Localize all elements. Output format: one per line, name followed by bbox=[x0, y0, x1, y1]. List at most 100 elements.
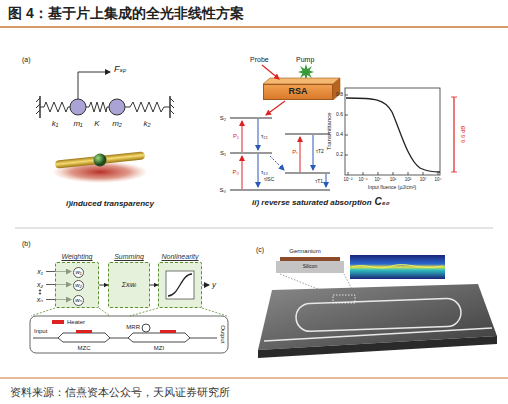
output-label: y bbox=[212, 281, 216, 290]
transmittance-plot bbox=[408, 172, 409, 175]
rule-lines bbox=[0, 26, 508, 28]
input-label: x₂ bbox=[37, 281, 43, 289]
device-label: MZI bbox=[154, 345, 164, 352]
photonic-circuit bbox=[128, 333, 190, 338]
lifetime-label: τT1 bbox=[315, 179, 323, 185]
photonic-circuit bbox=[30, 316, 228, 353]
rsa-setup bbox=[262, 65, 279, 79]
ring-label: MRR bbox=[126, 324, 140, 331]
box-label: RSA bbox=[288, 87, 307, 97]
weighting-box: Weightingw₁w₂wₙ bbox=[55, 262, 99, 308]
nonlinearity-box: Nonlinearity bbox=[158, 262, 202, 308]
rsa-setup bbox=[266, 101, 285, 115]
germanium-silicon-device bbox=[264, 328, 492, 341]
input-label: x₁ bbox=[37, 268, 43, 276]
group-heading: Nonlinearity bbox=[162, 253, 199, 261]
energy-levels bbox=[326, 174, 327, 187]
germanium-silicon-device bbox=[333, 295, 355, 303]
mass-label: m₁ bbox=[73, 120, 82, 129]
energy-levels bbox=[285, 172, 330, 173]
neuron-wiring bbox=[99, 308, 110, 316]
energy-levels bbox=[313, 135, 314, 170]
formula-label: Σxᵢwᵢ bbox=[122, 281, 137, 289]
panel-letter: (a) bbox=[22, 56, 31, 64]
energy-levels bbox=[300, 137, 301, 172]
port-label: Input bbox=[34, 328, 47, 335]
rsa-setup bbox=[262, 64, 340, 115]
source-note: 资料来源：信熹资本公众号，天风证券研究所 bbox=[10, 386, 230, 398]
tick-label: 0.8 bbox=[336, 92, 343, 98]
sub-caption: ii) reverse saturated absorption bbox=[252, 199, 372, 208]
transmittance-plot bbox=[345, 95, 348, 96]
level-label: S₁ bbox=[220, 150, 226, 157]
germanium-silicon-device bbox=[280, 274, 333, 295]
photonic-circuit bbox=[58, 333, 110, 338]
axis-title: Transmittance bbox=[326, 112, 333, 150]
neuron-wiring bbox=[202, 308, 227, 316]
tick-label: 0.4 bbox=[336, 132, 343, 138]
flow-arrow bbox=[150, 285, 158, 286]
germanium-silicon-device bbox=[352, 265, 443, 268]
tick-label: 0.2 bbox=[336, 152, 343, 158]
lifetime-label: τISC bbox=[264, 177, 274, 183]
figure-title: 图 4：基于片上集成的全光非线性方案 bbox=[8, 6, 244, 21]
rule-lines bbox=[0, 27, 508, 378]
spring-label: k₂ bbox=[143, 120, 150, 129]
neuron-wiring bbox=[202, 285, 209, 286]
group-heading: Weighting bbox=[61, 253, 92, 261]
port-label: Output bbox=[220, 325, 227, 343]
photonic-circuit bbox=[76, 330, 92, 333]
transmittance-plot bbox=[363, 172, 364, 175]
photonic-circuit bbox=[142, 324, 150, 332]
spring-mass bbox=[86, 102, 109, 112]
tick-label: 10⁻¹ bbox=[359, 178, 368, 183]
mass-label: m₂ bbox=[112, 120, 122, 129]
spring-mass bbox=[40, 102, 70, 112]
material-label: Silicon bbox=[303, 264, 318, 270]
energy-levels bbox=[258, 154, 259, 187]
tick-label: 10⁻² bbox=[344, 178, 353, 183]
tick-label: 10² bbox=[405, 178, 412, 183]
spring-mass bbox=[78, 72, 79, 99]
summing-box: SummingΣxᵢwᵢ bbox=[108, 262, 150, 308]
energy-levels bbox=[270, 156, 284, 170]
material-label: C₆₀ bbox=[375, 196, 390, 207]
panel-letter: (c) bbox=[256, 246, 264, 254]
group-heading: Summing bbox=[114, 253, 144, 261]
spring-mass bbox=[70, 99, 86, 115]
photonic-circuit bbox=[110, 338, 128, 339]
transmittance-plot bbox=[393, 172, 394, 175]
spring-mass bbox=[36, 104, 40, 108]
neuron-wiring bbox=[39, 290, 40, 291]
material-label: Germanium bbox=[289, 248, 320, 255]
transition-label: P₀ bbox=[233, 169, 240, 176]
beam-label: Probe bbox=[250, 56, 269, 64]
rule-lines bbox=[0, 378, 508, 379]
spring-mass bbox=[170, 98, 174, 102]
transmittance-plot bbox=[345, 88, 440, 175]
weight-circle: w₁ bbox=[73, 267, 84, 278]
spring-mass bbox=[109, 99, 125, 115]
photonic-circuit bbox=[52, 320, 64, 324]
contrast-label: 6.6 dB bbox=[461, 125, 468, 142]
germanium-silicon-device bbox=[350, 255, 445, 279]
sub-caption: i)induced transparency bbox=[66, 200, 154, 209]
photonic-circuit bbox=[30, 316, 228, 353]
photonic-circuit bbox=[33, 338, 58, 339]
spring-mass bbox=[36, 110, 40, 114]
transmittance-plot bbox=[378, 172, 379, 175]
tick-label: 10¹ bbox=[390, 178, 397, 183]
weight-label: w₁ bbox=[75, 269, 81, 276]
nanorod bbox=[55, 151, 145, 168]
panel-letter: (b) bbox=[22, 240, 31, 248]
weight-circle: w₂ bbox=[73, 280, 84, 291]
germanium-silicon-device bbox=[344, 274, 355, 295]
photonic-circuit bbox=[58, 338, 110, 342]
rsa-setup bbox=[298, 64, 314, 80]
photonic-circuit bbox=[190, 338, 217, 339]
germanium-silicon-device bbox=[280, 257, 340, 261]
germanium-silicon-device bbox=[296, 298, 462, 332]
lifetime-label: τ₂₁ bbox=[261, 133, 268, 140]
transmittance-plot bbox=[345, 115, 348, 116]
transmittance-plot bbox=[348, 172, 349, 175]
